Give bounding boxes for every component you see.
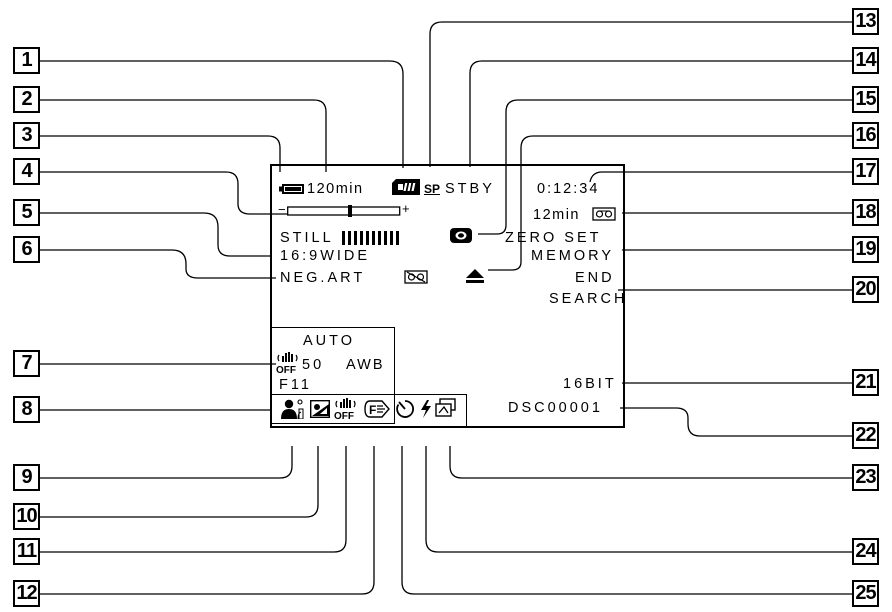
slider-plus: +: [402, 201, 410, 216]
still-label: STILL: [280, 230, 334, 246]
viewfinder-screen: [270, 164, 625, 428]
battery-icon: [279, 184, 304, 194]
callout-19: 19: [852, 236, 879, 263]
zero-set-label: ZERO SET: [505, 230, 602, 246]
data-code: DSC00001: [508, 400, 603, 416]
callout-13: 13: [852, 8, 879, 35]
leader-9: [40, 446, 293, 479]
callout-21: 21: [852, 369, 879, 396]
leader-22: [620, 407, 852, 437]
callout-9: 9: [13, 464, 40, 491]
svg-text:F: F: [369, 403, 376, 417]
self-timer-icon: [396, 400, 414, 418]
steadyshot-off-icon-bottom: OFF: [334, 398, 356, 420]
end-label: END: [575, 270, 615, 286]
effect-label: NEG.ART: [280, 270, 366, 286]
audio-mode: 16BIT: [563, 376, 617, 392]
callout-2: 2: [13, 86, 40, 113]
remaining-time: 12min: [533, 207, 580, 223]
callout-12: 12: [13, 580, 40, 607]
leader-23: [449, 446, 852, 479]
shutter-value: 50: [302, 357, 325, 373]
still-level-bars: [342, 231, 399, 245]
backlight-icon: [310, 400, 330, 418]
leader-2: [40, 99, 327, 172]
portrait-icon: [281, 399, 304, 419]
svg-text:OFF: OFF: [334, 411, 354, 420]
callout-17: 17: [852, 158, 879, 185]
callout-11: 11: [13, 538, 40, 565]
callout-8: 8: [13, 396, 40, 423]
slider-minus: −: [278, 202, 286, 217]
leader-15: [478, 99, 852, 235]
callout-5: 5: [13, 199, 40, 226]
callout-25: 25: [852, 580, 879, 607]
callout-10: 10: [13, 503, 40, 530]
callout-15: 15: [852, 86, 879, 113]
callout-16: 16: [852, 122, 879, 149]
callout-14: 14: [852, 47, 879, 74]
auto-settings-box: [271, 327, 395, 424]
leader-14: [469, 60, 852, 167]
bottom-icon-row: [271, 394, 467, 428]
adjust-slider: [287, 205, 401, 217]
fstop-value: F11: [279, 377, 312, 393]
callout-7: 7: [13, 350, 40, 377]
battery-time: 120min: [307, 181, 364, 197]
callout-3: 3: [13, 122, 40, 149]
leader-11: [40, 446, 347, 553]
callout-4: 4: [13, 158, 40, 185]
callout-24: 24: [852, 538, 879, 565]
auto-label: AUTO: [303, 333, 356, 349]
steadyshot-off-icon: OFF: [276, 352, 298, 374]
flash-icon: [421, 400, 431, 418]
tape-counter: 0:12:34: [537, 181, 600, 197]
tape-status: STBY: [445, 181, 495, 197]
callout-1: 1: [13, 47, 40, 74]
awb-label: AWB: [346, 357, 385, 373]
svg-text:OFF: OFF: [276, 365, 296, 374]
fader-icon: F: [364, 400, 390, 418]
leader-10: [40, 446, 319, 518]
leader-6: [40, 249, 276, 279]
cassette-memory-icon: [392, 179, 420, 195]
leader-16: [488, 135, 852, 271]
leader-13: [429, 21, 852, 167]
callout-23: 23: [852, 464, 879, 491]
record-lamp-icon: [450, 228, 472, 243]
leader-5: [40, 212, 272, 257]
callout-18: 18: [852, 199, 879, 226]
picture-effect-icon: [435, 398, 456, 417]
tape-icon: [592, 207, 616, 221]
leader-24: [425, 446, 852, 553]
callout-22: 22: [852, 422, 879, 449]
tape-icon-small: [404, 270, 428, 284]
leader-3: [40, 135, 281, 172]
leader-17: [589, 171, 852, 183]
leader-25: [401, 446, 852, 595]
wide-label: 16:9WIDE: [280, 248, 371, 264]
sp-icon: SP: [424, 182, 441, 196]
callout-20: 20: [852, 276, 879, 303]
eject-icon: [466, 269, 484, 283]
memory-label: MEMORY: [531, 248, 614, 264]
leader-1: [40, 60, 404, 168]
callout-6: 6: [13, 236, 40, 263]
leader-12: [40, 446, 375, 595]
search-label: SEARCH: [549, 291, 628, 307]
leader-4: [40, 171, 338, 215]
